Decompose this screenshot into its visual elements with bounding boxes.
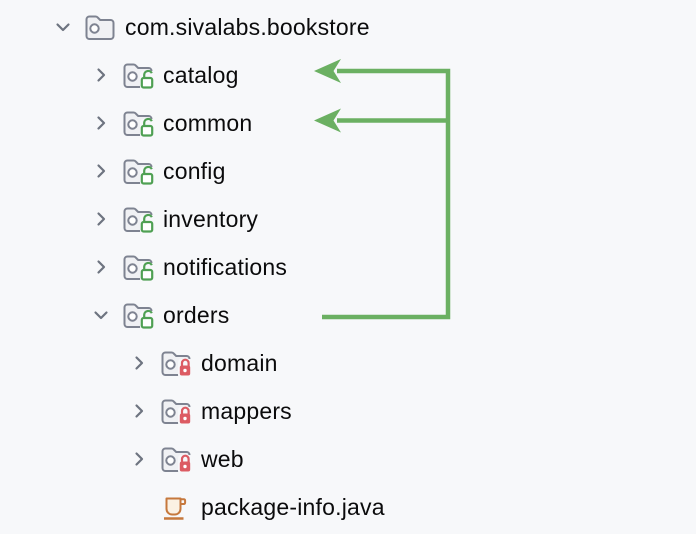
tree-indent — [127, 495, 151, 519]
tree-item-label: inventory — [163, 205, 259, 232]
chevron-right-icon[interactable] — [89, 207, 113, 231]
chevron-right-icon[interactable] — [89, 159, 113, 183]
package-folder-unlocked-icon — [121, 60, 155, 90]
tree-item-config[interactable]: config — [0, 147, 696, 195]
tree-item-mappers[interactable]: mappers — [0, 387, 696, 435]
chevron-right-icon[interactable] — [127, 351, 151, 375]
package-folder-icon — [83, 12, 117, 42]
package-folder-unlocked-icon — [121, 156, 155, 186]
package-folder-unlocked-icon — [121, 300, 155, 330]
tree-item-label: package-info.java — [201, 493, 385, 520]
tree-item-domain[interactable]: domain — [0, 339, 696, 387]
tree-item-package-info-java[interactable]: package-info.java — [0, 483, 696, 531]
tree-item-common[interactable]: common — [0, 99, 696, 147]
tree-item-web[interactable]: web — [0, 435, 696, 483]
tree-item-label: web — [201, 445, 244, 472]
tree-item-label: orders — [163, 301, 230, 328]
tree-item-label: domain — [201, 349, 278, 376]
chevron-down-icon[interactable] — [89, 303, 113, 327]
tree-item-label: notifications — [163, 253, 288, 280]
tree-item-label: config — [163, 157, 226, 184]
tree-item-label: catalog — [163, 61, 239, 88]
package-folder-unlocked-icon — [121, 252, 155, 282]
tree-item-notifications[interactable]: notifications — [0, 243, 696, 291]
java-file-icon — [159, 492, 193, 522]
tree-item-catalog[interactable]: catalog — [0, 51, 696, 99]
tree-item-orders[interactable]: orders — [0, 291, 696, 339]
tree-item-label: com.sivalabs.bookstore — [125, 13, 370, 40]
tree-item-label: mappers — [201, 397, 292, 424]
package-folder-unlocked-icon — [121, 108, 155, 138]
chevron-right-icon[interactable] — [89, 63, 113, 87]
tree-item-label: common — [163, 109, 253, 136]
package-folder-locked-icon — [159, 396, 193, 426]
package-folder-locked-icon — [159, 348, 193, 378]
chevron-right-icon[interactable] — [127, 399, 151, 423]
chevron-right-icon[interactable] — [89, 255, 113, 279]
package-folder-unlocked-icon — [121, 204, 155, 234]
tree-item-inventory[interactable]: inventory — [0, 195, 696, 243]
chevron-right-icon[interactable] — [89, 111, 113, 135]
chevron-right-icon[interactable] — [127, 447, 151, 471]
tree-item-com-sivalabs-bookstore[interactable]: com.sivalabs.bookstore — [0, 3, 696, 51]
package-folder-locked-icon — [159, 444, 193, 474]
chevron-down-icon[interactable] — [51, 15, 75, 39]
